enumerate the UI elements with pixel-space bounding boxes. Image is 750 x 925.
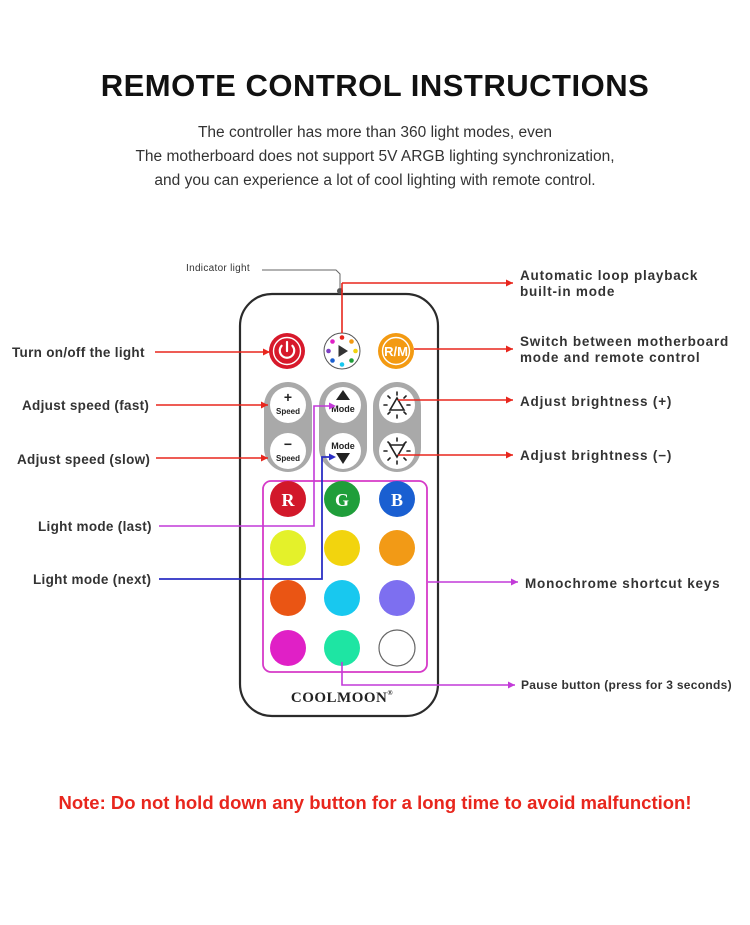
power-button[interactable] [269, 333, 305, 369]
triangle-up-icon [336, 390, 350, 400]
mode-last-arrow [329, 402, 336, 410]
speed-slow-button[interactable]: − Speed [270, 433, 306, 469]
color-key-violet[interactable] [379, 580, 415, 616]
label-switch-2: mode and remote control [520, 350, 701, 365]
sun-up-icon [383, 391, 411, 419]
label-mode-next: Light mode (next) [33, 572, 152, 587]
g-letter: G [335, 490, 349, 510]
label-switch-1: Switch between motherboard [520, 334, 730, 349]
color-ring-icon [326, 335, 358, 367]
mono-arrow [511, 578, 518, 586]
mode-last-button[interactable]: Mode [325, 387, 361, 423]
r-letter: R [282, 490, 296, 510]
red-arrowheads [261, 279, 513, 462]
pause-button[interactable] [324, 630, 360, 666]
color-key-orange[interactable] [379, 530, 415, 566]
b-letter: B [391, 490, 403, 510]
color-key-cyan[interactable] [324, 580, 360, 616]
minus-sign: − [284, 436, 292, 452]
speed-fast-button[interactable]: + Speed [270, 387, 306, 423]
color-key-yellow[interactable] [324, 530, 360, 566]
color-key-lime[interactable] [270, 530, 306, 566]
mode-label: Mode [331, 441, 355, 451]
label-speed-slow: Adjust speed (slow) [17, 452, 151, 467]
rm-label: R/M [384, 344, 408, 359]
pause-arrow [508, 681, 515, 689]
mode-last-leader [159, 405, 330, 527]
subtitle-line-1: The controller has more than 360 light m… [197, 124, 553, 141]
page-title: REMOTE CONTROL INSTRUCTIONS [100, 68, 650, 103]
auto-loop-button[interactable] [323, 332, 361, 370]
label-brightness-down: Adjust brightness (−) [520, 448, 673, 463]
color-key-magenta[interactable] [270, 630, 306, 666]
red-leader-lines [155, 282, 513, 459]
label-power: Turn on/off the light [12, 345, 145, 360]
triangle-down-icon [388, 444, 406, 459]
color-key-red[interactable]: R [270, 481, 306, 517]
label-pause-button: Pause button (press for 3 seconds) [521, 678, 732, 692]
rm-switch-button[interactable]: R/M [378, 333, 414, 369]
color-key-white[interactable] [378, 629, 416, 667]
speed-label: Speed [276, 454, 300, 463]
mode-next-arrow [329, 453, 336, 461]
indicator-leader [262, 269, 341, 289]
registered-mark: ® [387, 689, 393, 697]
power-icon [278, 340, 296, 359]
label-brightness-up: Adjust brightness (+) [520, 394, 673, 409]
label-mode-last: Light mode (last) [38, 519, 152, 534]
pause-leader [341, 662, 515, 686]
label-speed-fast: Adjust speed (fast) [22, 398, 150, 413]
label-indicator-light: Indicator light [186, 263, 250, 274]
monochrome-group-frame [262, 480, 428, 673]
brand-logo: COOLMOON® [291, 689, 394, 706]
mode-next-leader [159, 456, 330, 580]
sun-down-icon [383, 437, 411, 465]
play-icon [338, 345, 348, 357]
brand-name: COOLMOON [291, 690, 388, 706]
color-key-blue[interactable]: B [379, 481, 415, 517]
plus-sign: + [284, 389, 292, 405]
label-auto-loop-2: built-in mode [520, 284, 616, 299]
triangle-down-icon [336, 453, 350, 464]
subtitle-line-3: and you can experience a lot of cool lig… [154, 172, 596, 189]
brightness-down-button[interactable] [379, 433, 415, 469]
subtitle-line-2: The motherboard does not support 5V ARGB… [135, 148, 615, 165]
label-auto-loop-1: Automatic loop playback [520, 268, 699, 283]
mode-next-button[interactable]: Mode [325, 433, 361, 469]
color-key-green[interactable]: G [324, 481, 360, 517]
label-monochrome-keys: Monochrome shortcut keys [525, 576, 721, 591]
triangle-up-icon [388, 396, 406, 411]
speed-label: Speed [276, 407, 300, 416]
mode-label: Mode [331, 404, 355, 414]
color-key-red-orange[interactable] [270, 580, 306, 616]
brightness-up-button[interactable] [379, 387, 415, 423]
warning-note: Note: Do not hold down any button for a … [58, 792, 692, 813]
